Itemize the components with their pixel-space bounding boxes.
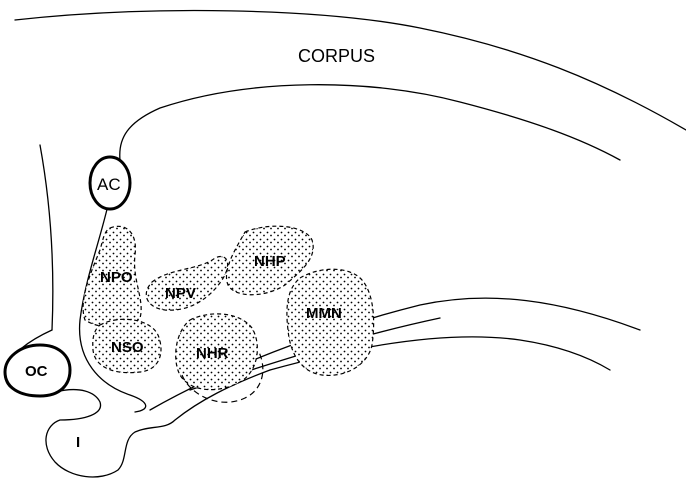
label-corpus: CORPUS bbox=[298, 46, 375, 66]
label-npv: NPV bbox=[165, 285, 196, 302]
label-nhr: NHR bbox=[196, 345, 229, 362]
label-nso: NSO bbox=[111, 339, 144, 356]
left-boundary-outline bbox=[40, 145, 53, 330]
corpus-outer-outline bbox=[15, 11, 686, 130]
label-oc: OC bbox=[25, 363, 48, 380]
label-mmn: MMN bbox=[306, 305, 342, 322]
label-ac: AC bbox=[97, 175, 121, 194]
corpus-inner-outline bbox=[120, 85, 620, 160]
npv-region bbox=[146, 257, 227, 311]
label-nhp: NHP bbox=[254, 253, 286, 270]
mmn-region bbox=[287, 269, 374, 375]
label-npo: NPO bbox=[100, 269, 133, 286]
label-i: I bbox=[76, 434, 80, 451]
